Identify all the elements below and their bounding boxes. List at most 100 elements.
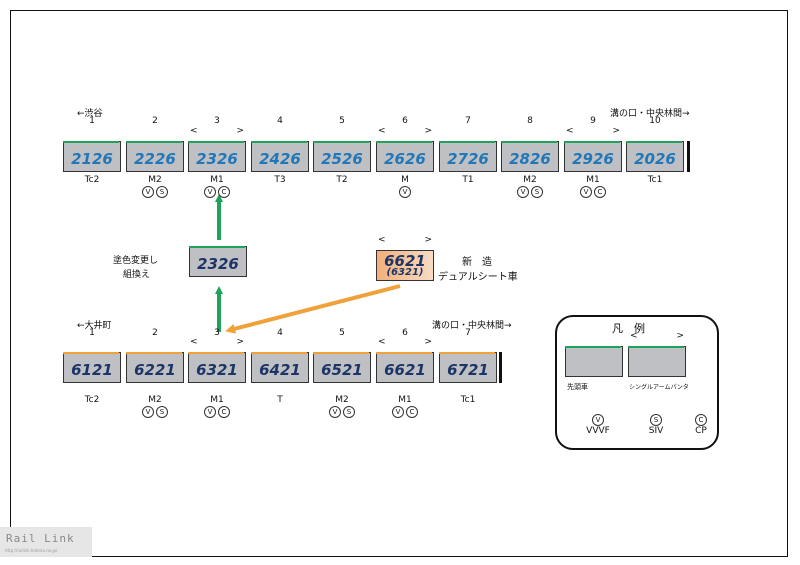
- top-car-position: 3: [214, 116, 220, 126]
- top-car-type: M2: [523, 175, 537, 185]
- new-car-number: 6621: [384, 252, 426, 270]
- watermark-brand: Rail Link: [6, 532, 75, 545]
- vvvf-icon: V: [329, 406, 341, 418]
- repaint-label-2: 組換え: [123, 270, 151, 280]
- top-train-end: [687, 141, 690, 172]
- bottom-car-number: 6121: [71, 361, 113, 379]
- bottom-train-end: [499, 352, 502, 383]
- bottom-car-position: 6: [402, 328, 408, 338]
- top-car: 2026: [626, 136, 684, 174]
- top-car: 2126: [63, 136, 121, 174]
- vvvf-icon: V: [517, 186, 529, 198]
- top-car-type: T2: [336, 175, 348, 185]
- bottom-car-type: Tc1: [460, 395, 476, 405]
- bottom-car-position: 4: [277, 328, 283, 338]
- top-dir-left: ←渋谷: [77, 109, 103, 119]
- bottom-car-position: 5: [339, 328, 345, 338]
- top-car: <>2326: [188, 126, 246, 174]
- top-car-number: 2126: [71, 150, 113, 168]
- bottom-car-number: 6521: [321, 361, 363, 379]
- legend-lead-car-label: 先頭車: [567, 383, 588, 391]
- legend-pantograph-car: <>: [628, 331, 686, 379]
- watermark-url: http://railink.hatena.ne.jp/: [5, 548, 58, 553]
- top-car-type: M2: [148, 175, 162, 185]
- top-car-type: T3: [274, 175, 286, 185]
- repaint-car: 2326: [189, 241, 247, 279]
- siv-icon: S: [650, 414, 662, 426]
- bottom-car-type: Tc2: [84, 395, 100, 405]
- top-car-position: 6: [402, 116, 408, 126]
- top-car-equipment: V: [376, 186, 434, 198]
- pantograph-icon: <>: [378, 337, 432, 347]
- cp-icon: C: [218, 406, 230, 418]
- top-car-position: 7: [465, 116, 471, 126]
- vvvf-icon: V: [399, 186, 411, 198]
- top-car: 2226: [126, 136, 184, 174]
- legend-pantograph-label: シングルアームパンタ: [629, 384, 689, 391]
- siv-icon: S: [156, 406, 168, 418]
- siv-icon: S: [156, 186, 168, 198]
- vvvf-icon: V: [142, 186, 154, 198]
- cp-icon: C: [695, 414, 707, 426]
- top-car-type: M1: [210, 175, 224, 185]
- top-car: 2826: [501, 136, 559, 174]
- repaint-label-1: 塗色変更し: [113, 256, 159, 266]
- top-car-number: 2926: [572, 150, 614, 168]
- siv-icon: S: [343, 406, 355, 418]
- vvvf-icon: V: [142, 406, 154, 418]
- top-car-position: 10: [649, 116, 661, 126]
- new-car-former-number: (6321): [386, 267, 424, 278]
- vvvf-icon: V: [204, 406, 216, 418]
- legend-siv-label: SIV: [648, 426, 664, 436]
- top-car: 2426: [251, 136, 309, 174]
- bottom-car-position: 7: [465, 328, 471, 338]
- legend-box: [555, 315, 719, 450]
- cp-icon: C: [594, 186, 606, 198]
- new-car: <> 6621 (6321): [376, 235, 434, 283]
- bottom-car: 6121: [63, 347, 121, 385]
- top-car: <> 2926: [564, 126, 622, 174]
- bottom-car-type: M1: [210, 395, 224, 405]
- pantograph-icon: <>: [566, 126, 620, 136]
- top-car-type: Tc1: [647, 175, 663, 185]
- siv-icon: S: [531, 186, 543, 198]
- top-car: 2726: [439, 136, 497, 174]
- cp-icon: C: [218, 186, 230, 198]
- watermark: Rail Link http://railink.hatena.ne.jp/: [0, 527, 92, 557]
- bottom-car-number: 6621: [384, 361, 426, 379]
- top-car-number: 2626: [384, 150, 426, 168]
- top-car-type: T1: [462, 175, 474, 185]
- bottom-car-type: M1: [398, 395, 412, 405]
- vvvf-icon: V: [392, 406, 404, 418]
- top-car-number: 2426: [259, 150, 301, 168]
- vvvf-icon: V: [592, 414, 604, 426]
- top-car-position: 4: [277, 116, 283, 126]
- bottom-car-type: M2: [148, 395, 162, 405]
- bottom-car: 6221: [126, 347, 184, 385]
- vvvf-icon: V: [204, 186, 216, 198]
- legend-title: 凡 例: [612, 322, 645, 335]
- bottom-car-number: 6321: [196, 361, 238, 379]
- legend-pantograph-icon: <>: [630, 331, 684, 341]
- bottom-car: 6421: [251, 347, 309, 385]
- cp-icon: C: [406, 406, 418, 418]
- pantograph-icon: <>: [378, 126, 432, 136]
- legend-lead-car: [565, 341, 623, 379]
- pantograph-icon: <>: [190, 337, 244, 347]
- bottom-car: 6521: [313, 347, 371, 385]
- top-car-number: 2826: [509, 150, 551, 168]
- bottom-dir-left: ←大井町: [77, 321, 112, 331]
- bottom-car-position: 2: [152, 328, 158, 338]
- legend-vvvf-label: VVVF: [586, 426, 610, 436]
- bottom-dir-right: 溝の口・中央林間→: [432, 321, 512, 331]
- bottom-car-type: T: [277, 395, 283, 405]
- vvvf-icon: V: [580, 186, 592, 198]
- top-car-type: Tc2: [84, 175, 100, 185]
- pantograph-icon: <>: [190, 126, 244, 136]
- top-car-number: 2526: [321, 150, 363, 168]
